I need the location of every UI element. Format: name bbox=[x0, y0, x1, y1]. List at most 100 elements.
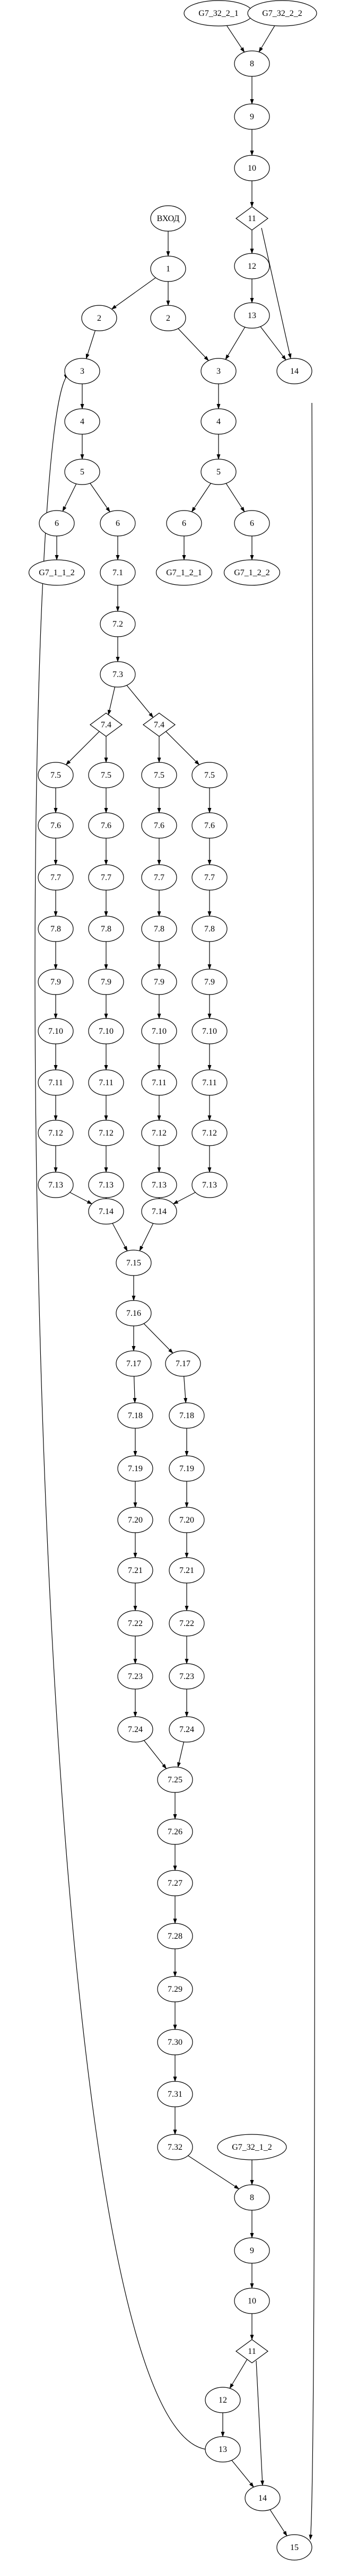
node-label: 7.17 bbox=[176, 1359, 190, 1368]
node-b15: 15 bbox=[276, 2534, 312, 2561]
node-label: G7_32_1_2 bbox=[232, 2143, 272, 2152]
node-label: 7.12 bbox=[152, 1129, 167, 1138]
node-ellipse bbox=[191, 1018, 228, 1044]
node-ellipse bbox=[88, 864, 124, 891]
node-label: 14 bbox=[290, 367, 299, 376]
node-c1_13: 7.13 bbox=[38, 1172, 74, 1198]
node-d2_19: 7.19 bbox=[169, 1455, 205, 1482]
edge-b14-to-b15 bbox=[269, 2509, 287, 2537]
node-label: 7.13 bbox=[202, 1181, 217, 1190]
node-ellipse bbox=[88, 969, 124, 995]
edge-d1_24-to-e25 bbox=[143, 1740, 167, 1769]
node-label: 7.20 bbox=[128, 1516, 143, 1525]
edge-d2_24-to-e25 bbox=[177, 1742, 185, 1768]
decision-diamond bbox=[235, 206, 269, 231]
node-ellipse bbox=[217, 2134, 287, 2160]
node-ellipse bbox=[191, 864, 228, 891]
node-label: 7.24 bbox=[179, 1725, 194, 1734]
decision-diamond bbox=[89, 713, 123, 737]
edge-m16-to-d2_17 bbox=[143, 1323, 173, 1354]
node-ellipse bbox=[223, 559, 281, 586]
node-ellipse bbox=[191, 969, 228, 995]
edge-a5l-to-a6b bbox=[90, 483, 110, 513]
node-label: 14 bbox=[258, 2494, 267, 2503]
edge-c4_13-to-m14b bbox=[172, 1192, 196, 1205]
node-label: 6 bbox=[182, 519, 186, 528]
node-ellipse bbox=[141, 762, 177, 788]
node-d2_17: 7.17 bbox=[165, 1350, 201, 1377]
node-c3_9: 7.9 bbox=[141, 969, 177, 995]
node-t14: 14 bbox=[276, 358, 312, 384]
node-label: 7.9 bbox=[101, 978, 111, 987]
node-label: 7.12 bbox=[48, 1129, 63, 1138]
edge-m14b-to-m15 bbox=[139, 1223, 154, 1252]
node-label: 13 bbox=[248, 311, 256, 320]
node-d2_24: 7.24 bbox=[169, 1716, 205, 1743]
node-label: 7.4 bbox=[154, 720, 164, 729]
node-d1_17: 7.17 bbox=[116, 1350, 152, 1377]
node-label: 12 bbox=[248, 262, 256, 271]
node-ellipse bbox=[141, 916, 177, 942]
node-c2_5: 7.5 bbox=[88, 762, 124, 788]
node-label: 8 bbox=[250, 59, 254, 68]
node-label: G7_32_2_1 bbox=[198, 9, 239, 18]
node-c2_7: 7.7 bbox=[88, 864, 124, 891]
node-label: 7.12 bbox=[202, 1129, 217, 1138]
node-c4_10: 7.10 bbox=[191, 1018, 228, 1044]
node-ellipse bbox=[169, 1455, 205, 1482]
node-a2r: 2 bbox=[150, 305, 186, 331]
node-ellipse bbox=[116, 1250, 152, 1276]
node-label: 7.32 bbox=[168, 2143, 182, 2152]
node-s7_3: 7.3 bbox=[100, 661, 136, 688]
node-ellipse bbox=[150, 305, 186, 331]
node-label: 7.10 bbox=[99, 1027, 114, 1036]
node-d1_21: 7.21 bbox=[117, 1557, 153, 1584]
node-b9: 9 bbox=[234, 2237, 270, 2264]
node-c3_8: 7.8 bbox=[141, 916, 177, 942]
node-ellipse bbox=[205, 2436, 241, 2463]
node-ellipse bbox=[169, 1610, 205, 1637]
node-ellipse bbox=[38, 916, 74, 942]
node-label: 7.17 bbox=[126, 1359, 141, 1368]
edge-g7_32_2_2-to-t8 bbox=[258, 25, 275, 52]
node-ellipse bbox=[234, 155, 270, 181]
node-g7_32_2_2: G7_32_2_2 bbox=[247, 0, 317, 27]
node-label: 7.22 bbox=[179, 1619, 194, 1628]
node-ellipse bbox=[234, 253, 270, 279]
node-ellipse bbox=[191, 1120, 228, 1146]
node-ellipse bbox=[100, 611, 136, 637]
node-label: 7.19 bbox=[128, 1464, 143, 1473]
node-t11: 11 bbox=[235, 206, 269, 231]
node-c4_9: 7.9 bbox=[191, 969, 228, 995]
node-c2_12: 7.12 bbox=[88, 1120, 124, 1146]
node-label: 7.8 bbox=[154, 925, 164, 934]
node-label: G7_1_2_2 bbox=[234, 568, 270, 577]
node-label: 7.10 bbox=[152, 1027, 167, 1036]
node-d1_22: 7.22 bbox=[117, 1610, 153, 1637]
node-label: 7.13 bbox=[48, 1181, 63, 1190]
node-e27: 7.27 bbox=[157, 1870, 193, 1896]
node-a6d: 6 bbox=[234, 510, 270, 537]
node-label: 7.30 bbox=[168, 2038, 182, 2047]
node-ellipse bbox=[38, 812, 74, 839]
node-label: 2 bbox=[166, 314, 170, 323]
node-e25: 7.25 bbox=[157, 1766, 193, 1793]
node-label: 7.21 bbox=[179, 1566, 194, 1575]
node-c2_8: 7.8 bbox=[88, 916, 124, 942]
node-ellipse bbox=[117, 1716, 153, 1743]
node-t8: 8 bbox=[234, 50, 270, 77]
node-label: 4 bbox=[80, 417, 84, 426]
node-m14a: 7.14 bbox=[88, 1198, 124, 1225]
node-ellipse bbox=[169, 1507, 205, 1533]
node-label: 7.14 bbox=[152, 1207, 167, 1216]
node-ellipse bbox=[169, 1557, 205, 1584]
node-ellipse bbox=[157, 1870, 193, 1896]
node-label: 7.5 bbox=[154, 771, 164, 780]
node-ellipse bbox=[116, 1300, 152, 1326]
node-ellipse bbox=[116, 1350, 152, 1377]
node-label: 7.8 bbox=[50, 925, 61, 934]
node-label: 7.28 bbox=[168, 1932, 182, 1941]
node-ellipse bbox=[169, 1663, 205, 1690]
